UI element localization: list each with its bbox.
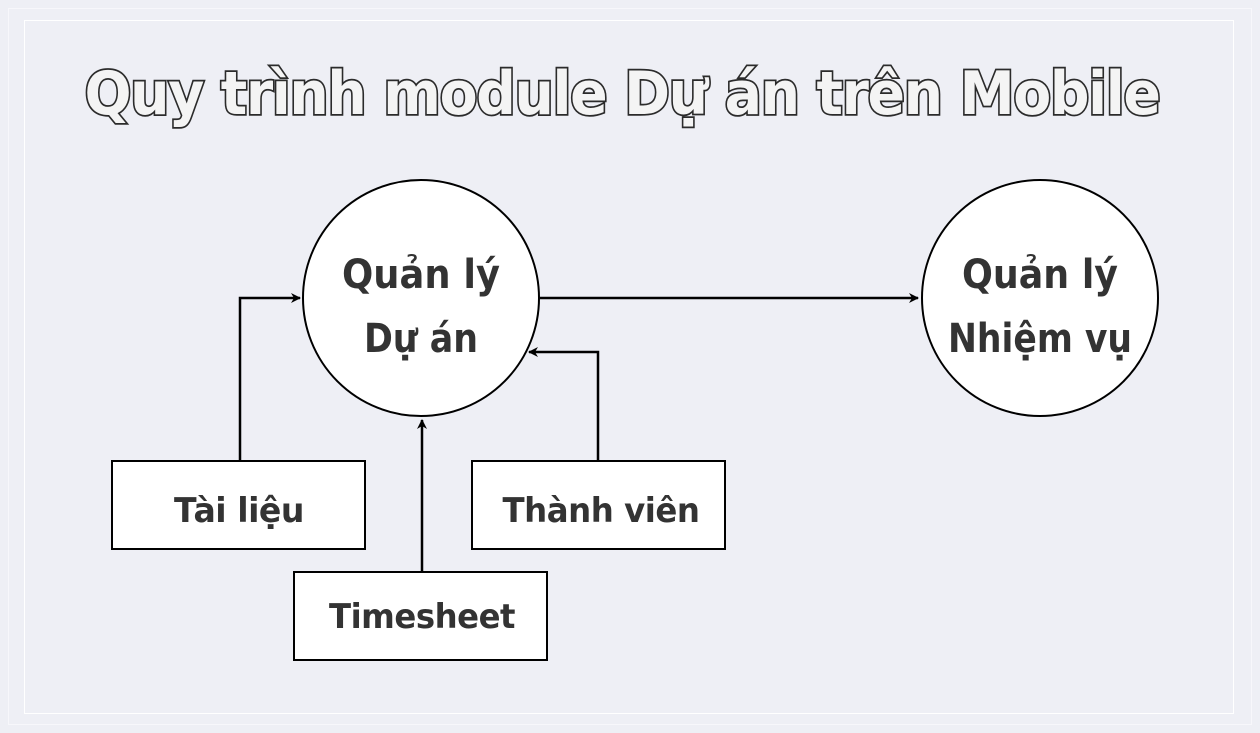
box-timesheet: Timesheet — [293, 571, 548, 661]
node-project-management: Quản lý Dự án — [302, 179, 540, 417]
diagram-title: Quy trình module Dự án trên Mobile — [85, 59, 1160, 129]
members-label: Thành viên — [503, 491, 700, 531]
task-label-line2: Nhiệm vụ — [948, 316, 1132, 362]
project-circle — [302, 179, 540, 417]
project-label-line1: Quản lý — [342, 252, 500, 298]
box-members: Thành viên — [471, 460, 726, 550]
node-task-management: Quản lý Nhiệm vụ — [921, 179, 1159, 417]
task-circle — [921, 179, 1159, 417]
timesheet-label: Timesheet — [329, 597, 515, 637]
project-label-line2: Dự án — [364, 316, 478, 362]
edge-documents-to-project — [238, 293, 301, 460]
outer-frame — [8, 8, 1252, 725]
edge-members-to-project — [528, 347, 600, 460]
timesheet-rect — [293, 571, 548, 661]
members-rect — [471, 460, 726, 550]
documents-label: Tài liệu — [174, 491, 304, 531]
inner-frame — [24, 20, 1234, 714]
box-documents: Tài liệu — [111, 460, 366, 550]
task-label-line1: Quản lý — [962, 252, 1118, 298]
documents-rect — [111, 460, 366, 550]
